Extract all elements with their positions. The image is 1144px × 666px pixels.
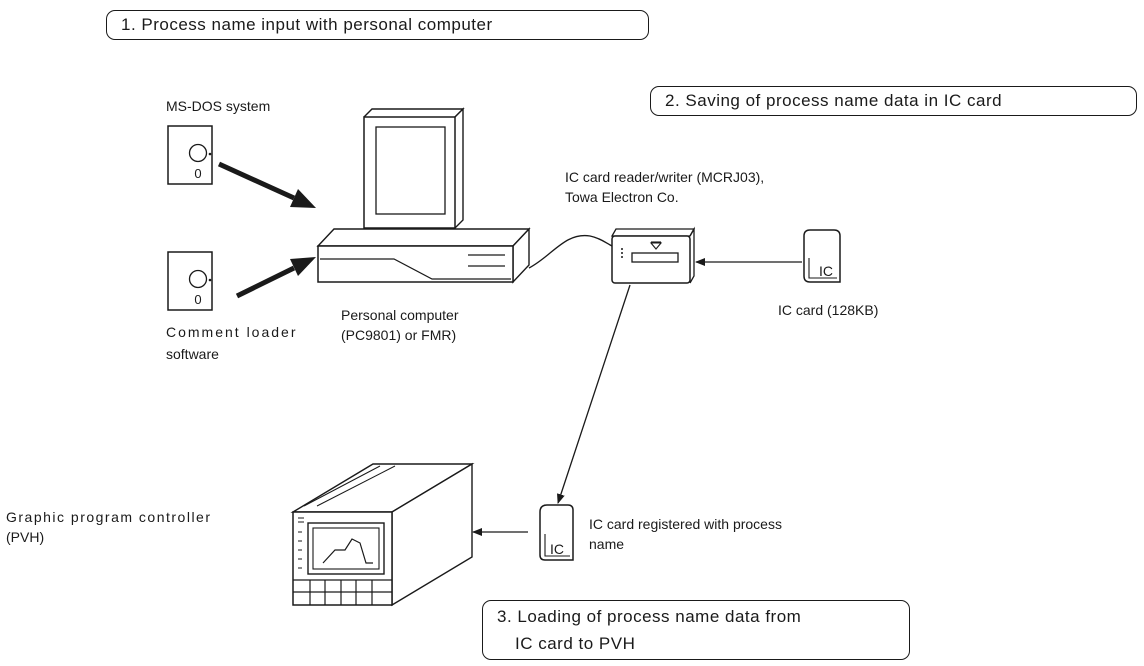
step-1-box: 1. Process name input with personal comp… bbox=[106, 10, 649, 40]
step-3-box: 3. Loading of process name data from IC … bbox=[482, 600, 910, 660]
ic-card-icon: IC bbox=[803, 229, 841, 283]
registered-ic-card-label: IC bbox=[550, 541, 564, 557]
controller-label-line2: (PVH) bbox=[6, 529, 45, 545]
step-2-text: 2. Saving of process name data in IC car… bbox=[665, 91, 1003, 110]
registered-card-label-line2: name bbox=[589, 536, 625, 552]
floppy-disk-icon: 0 bbox=[167, 251, 213, 311]
floppy-disk-icon: 0 bbox=[167, 125, 213, 185]
floppy-2-zero: 0 bbox=[194, 292, 201, 307]
step-2-box: 2. Saving of process name data in IC car… bbox=[650, 86, 1137, 116]
pc-label-line1: Personal computer bbox=[341, 307, 459, 323]
reader-label-line1: IC card reader/writer (MCRJ03), bbox=[565, 169, 765, 185]
connection-cable bbox=[528, 234, 613, 269]
program-controller-icon bbox=[290, 462, 475, 607]
step-3-text-line2: IC card to PVH bbox=[515, 634, 636, 653]
loader-label-line2: software bbox=[166, 346, 219, 362]
arrow-reader-to-card bbox=[557, 284, 631, 504]
ic-card-label: IC bbox=[819, 263, 833, 279]
loader-label-line1: Comment loader bbox=[166, 324, 298, 340]
thick-arrow bbox=[217, 161, 316, 208]
pc-label-line2: (PC9801) or FMR) bbox=[341, 327, 457, 343]
ic-card-reader-icon bbox=[610, 226, 696, 284]
msdos-label: MS-DOS system bbox=[166, 98, 271, 114]
step-3-text-line1: 3. Loading of process name data from bbox=[497, 607, 802, 626]
reader-label-line2: Towa Electron Co. bbox=[565, 189, 679, 205]
registered-card-label-line1: IC card registered with process bbox=[589, 516, 782, 532]
personal-computer-icon bbox=[316, 107, 531, 284]
step-1-text: 1. Process name input with personal comp… bbox=[121, 15, 493, 34]
ic-card-icon: IC bbox=[539, 504, 574, 561]
thick-arrow bbox=[235, 257, 316, 299]
controller-label-line1: Graphic program controller bbox=[6, 509, 212, 525]
ic-card-capacity-label: IC card (128KB) bbox=[778, 302, 879, 318]
floppy-1-zero: 0 bbox=[194, 166, 201, 181]
